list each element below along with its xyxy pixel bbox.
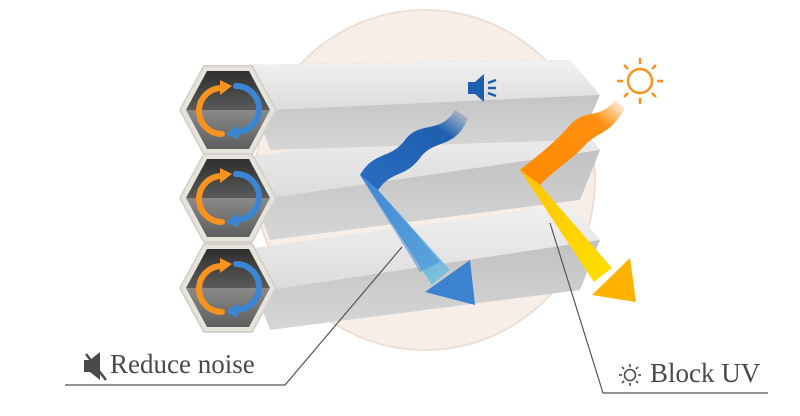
circular-arrows-icons (196, 80, 262, 318)
noise-leader-line (65, 246, 403, 386)
cell-2-end (178, 153, 278, 243)
block-uv-label: Block UV (650, 358, 761, 388)
speaker-muted-icon (84, 352, 107, 381)
reduce-noise-label: Reduce noise (110, 349, 255, 379)
circular-arrows-icon (196, 80, 262, 140)
uv-arrow (520, 100, 636, 302)
uv-leader-line (549, 222, 768, 394)
cell-ends (178, 65, 278, 333)
cell-3-end (178, 243, 278, 333)
sun-icon (617, 58, 663, 104)
sun-small-icon (619, 364, 641, 386)
circular-arrows-icon (196, 168, 262, 228)
uv-arrow-head (592, 258, 636, 302)
noise-arrow (360, 110, 475, 305)
circular-arrows-icon (196, 258, 262, 318)
speaker-sound-icon (468, 74, 497, 102)
noise-arrow-head (425, 260, 475, 305)
tube-1 (240, 60, 600, 150)
